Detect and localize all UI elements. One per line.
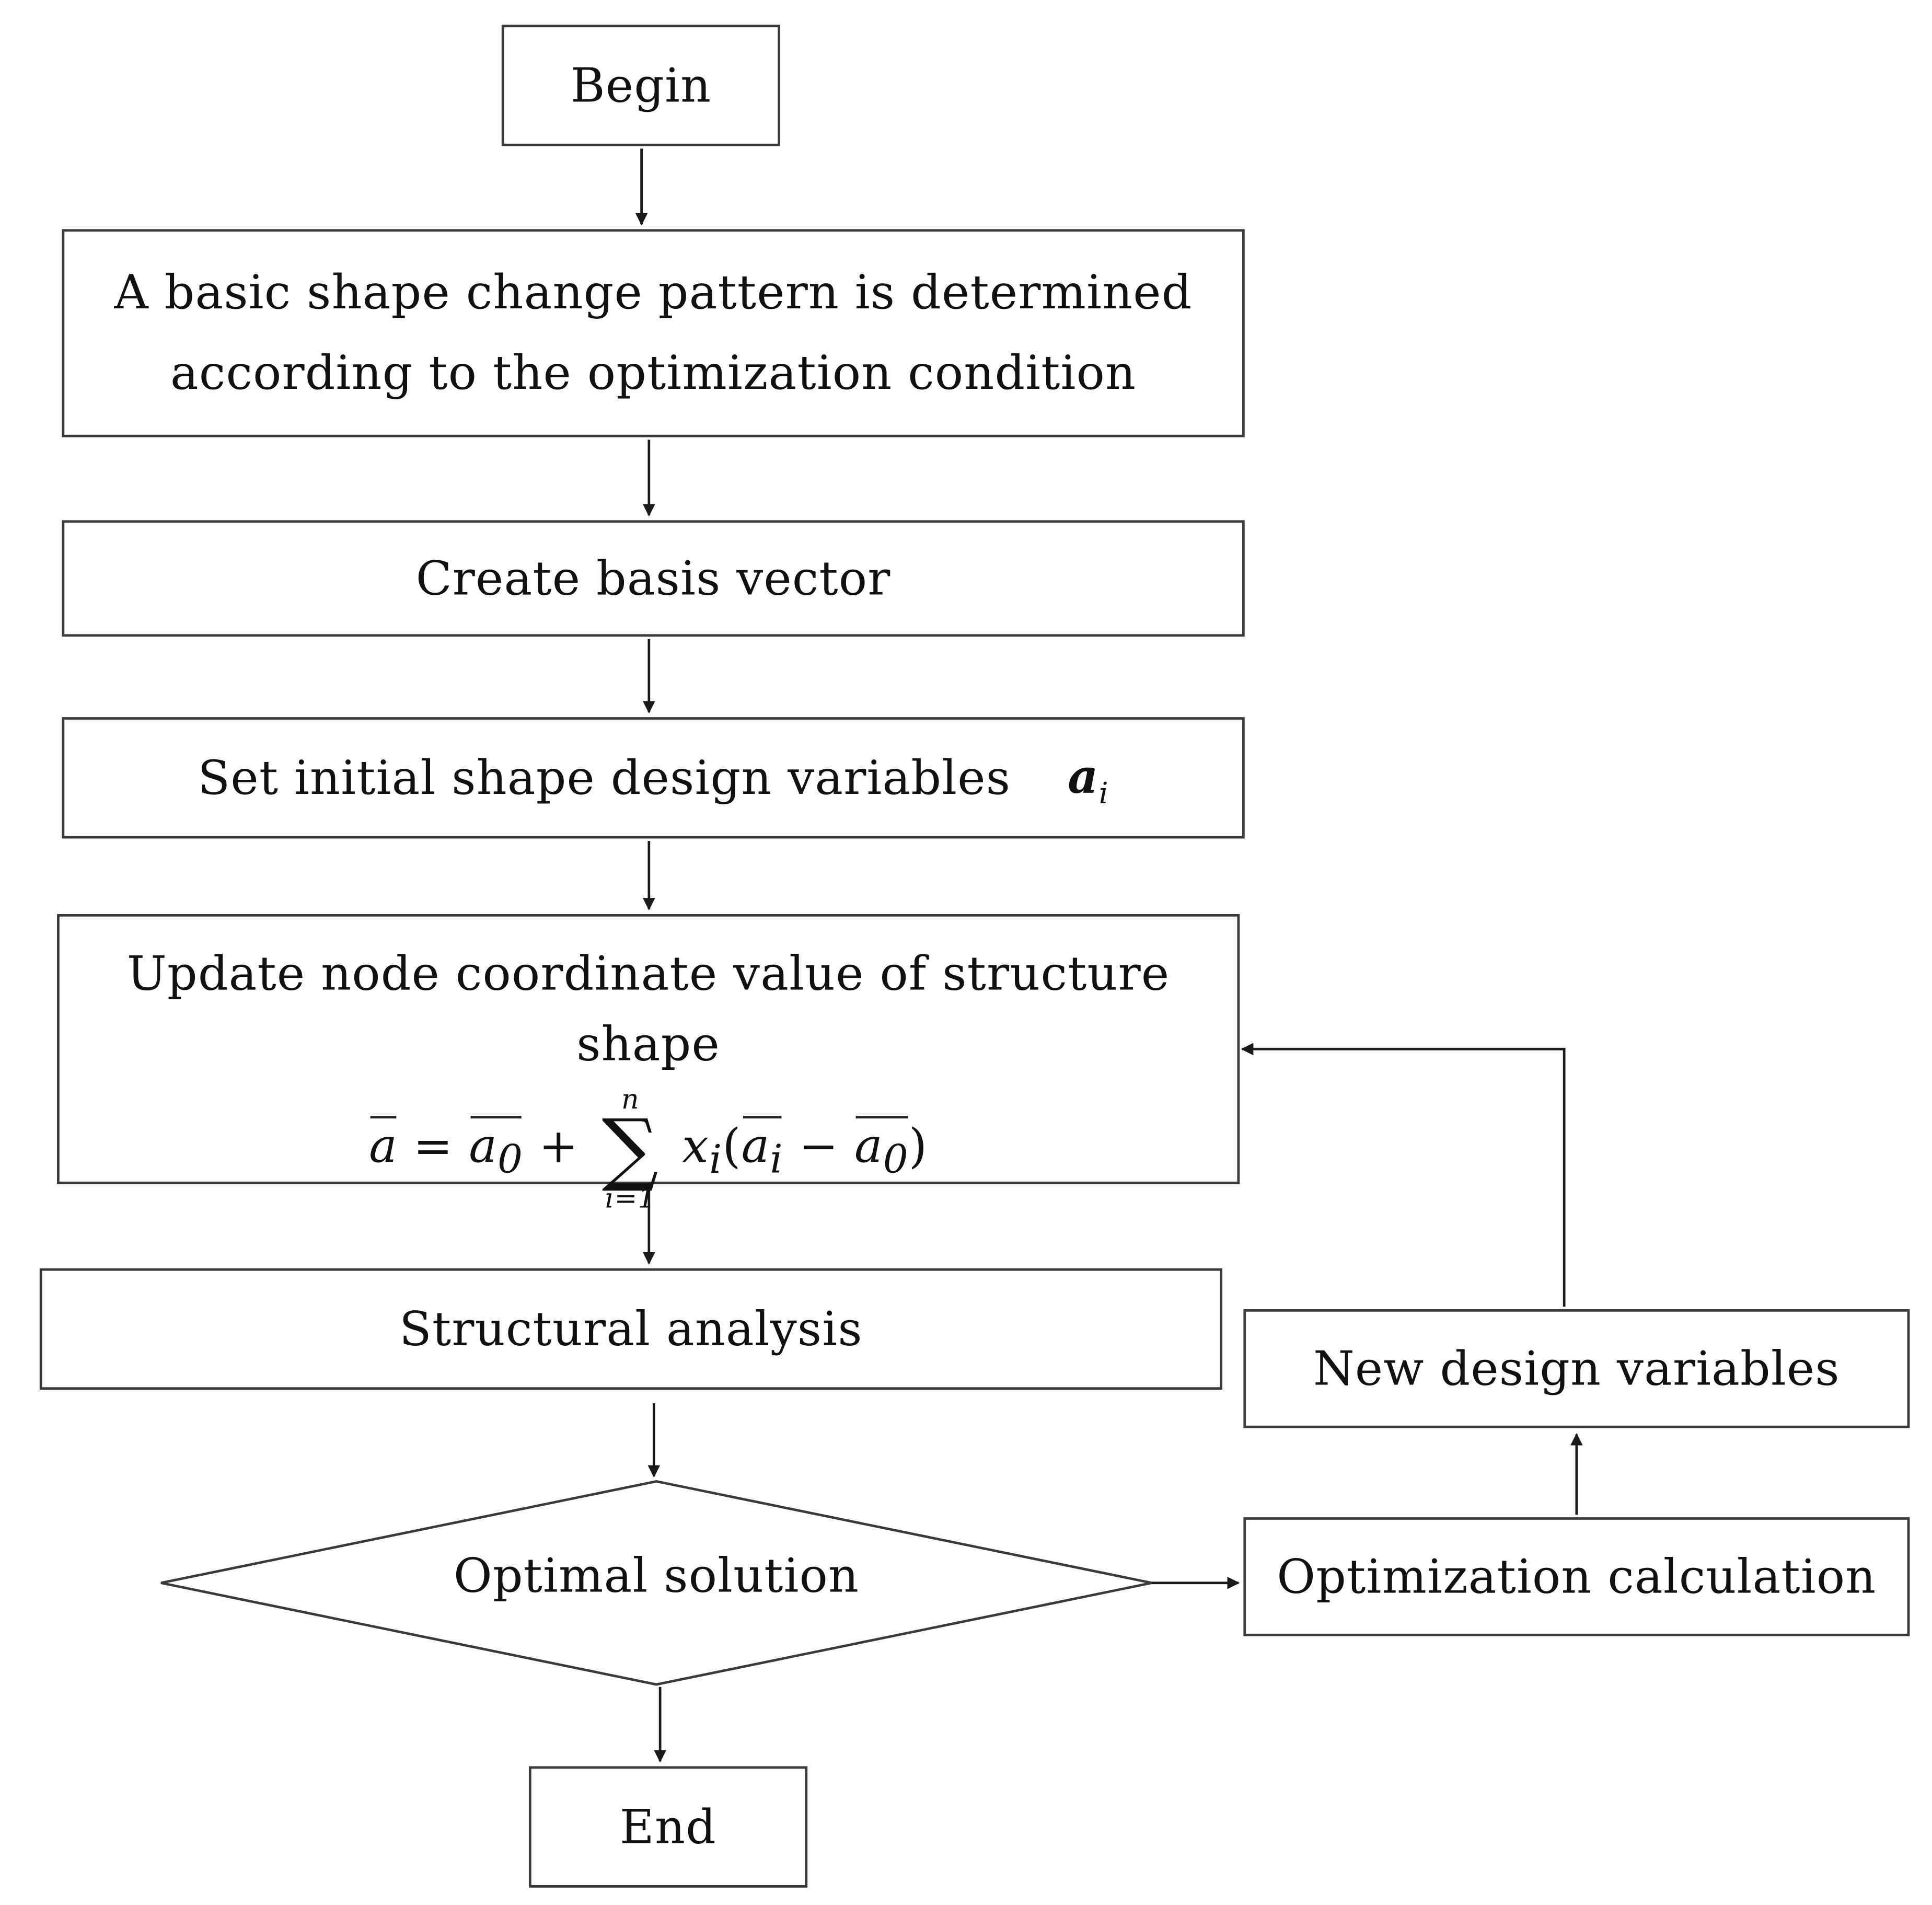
determine-pattern-box: A basic shape change pattern is determin… <box>62 229 1245 437</box>
determine-pattern-line2: according to the optimization condition <box>170 345 1137 400</box>
optimization-calculation-box: Optimization calculation <box>1243 1517 1910 1636</box>
end-box: End <box>528 1766 808 1888</box>
summation-symbol: n ∑ i=1 <box>601 1085 660 1215</box>
begin-label: Begin <box>570 57 712 112</box>
vector-a0: a0 <box>469 1112 523 1191</box>
set-initial-box: Set initial shape design variables ai <box>62 717 1245 839</box>
update-formula: a = a0 + n ∑ i=1 xi(ai − a0) <box>369 1085 928 1215</box>
create-basis-box: Create basis vector <box>62 520 1245 637</box>
vector-a0-repeat: a0 <box>854 1112 909 1191</box>
determine-pattern-line1: A basic shape change pattern is determin… <box>114 265 1193 320</box>
optimization-calculation-label: Optimization calculation <box>1277 1549 1877 1603</box>
new-design-variables-label: New design variables <box>1313 1341 1840 1395</box>
new-design-variables-box: New design variables <box>1243 1309 1910 1428</box>
design-variable-symbol: ai <box>1068 747 1109 811</box>
optimal-solution-label: Optimal solution <box>453 1548 860 1603</box>
vector-ai: ai <box>742 1112 783 1191</box>
end-label: End <box>620 1799 717 1854</box>
create-basis-label: Create basis vector <box>415 550 891 605</box>
begin-box: Begin <box>501 25 781 146</box>
vector-a: a <box>369 1112 398 1182</box>
arrow-new-variables-to-update <box>1241 1043 1566 1307</box>
structural-analysis-box: Structural analysis <box>39 1268 1223 1390</box>
decision-diamond <box>160 1480 1152 1686</box>
update-node-box: Update node coordinate value of structur… <box>57 914 1240 1213</box>
set-initial-label: Set initial shape design variables <box>198 749 1011 805</box>
structural-analysis-label: Structural analysis <box>399 1301 863 1356</box>
update-node-label: Update node coordinate value of structur… <box>126 946 1170 1071</box>
